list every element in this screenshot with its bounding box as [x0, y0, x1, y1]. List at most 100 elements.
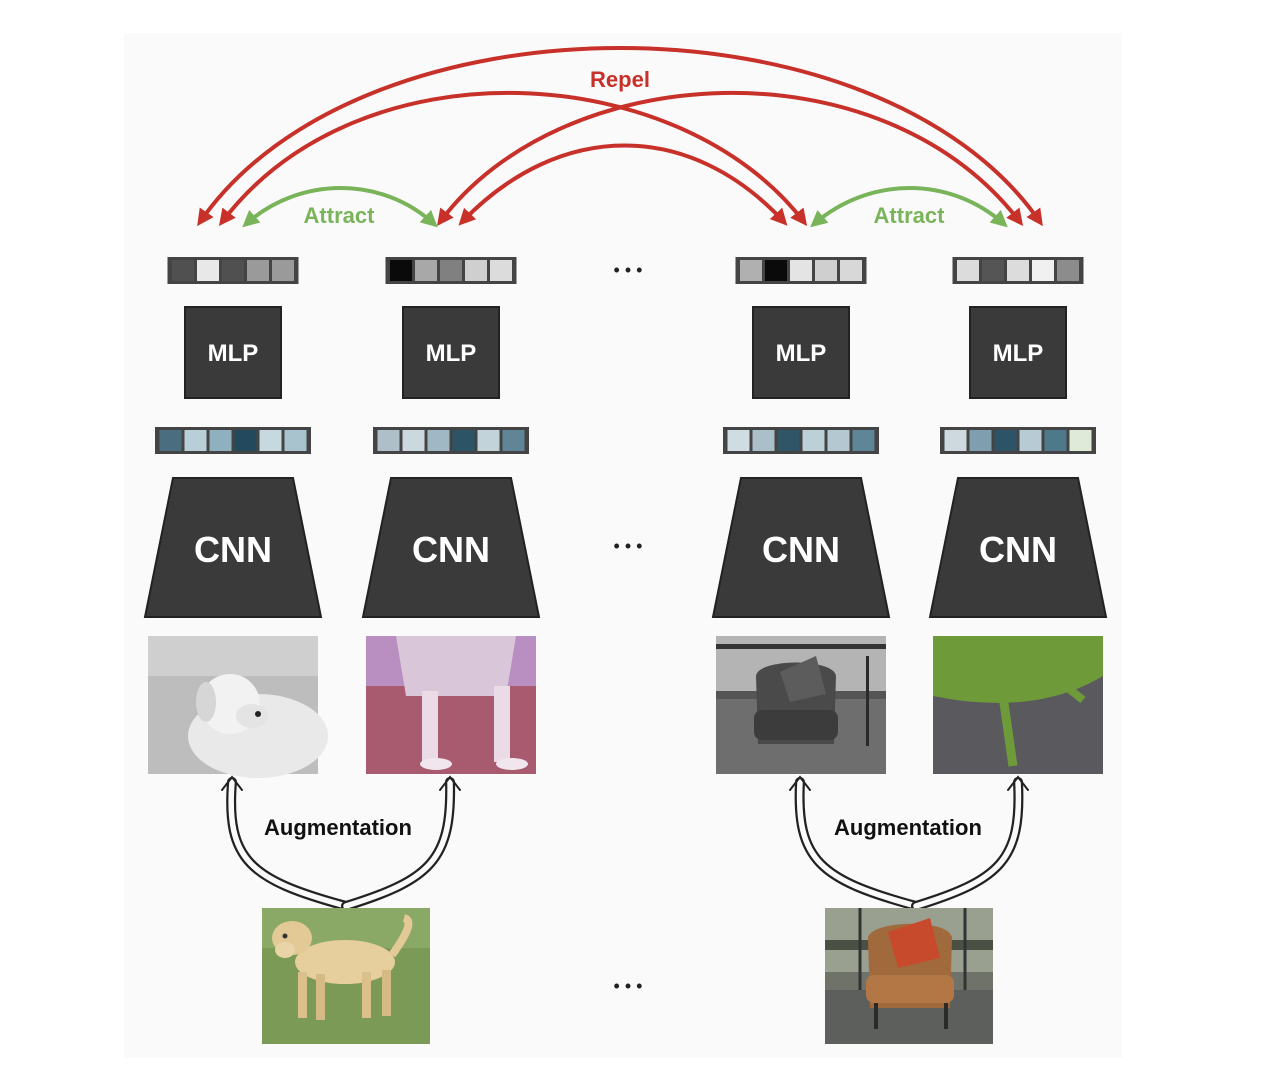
dog-cropped-color-jitter-view-image — [366, 636, 536, 774]
projection-cell — [465, 260, 487, 281]
projection-cell — [740, 260, 762, 281]
repel-arrow-dog1-chair1 — [218, 91, 808, 227]
mlp-block: MLP — [752, 306, 850, 399]
projection-cell — [1032, 260, 1054, 281]
projection-vector — [167, 257, 299, 284]
representation-cell — [209, 430, 232, 451]
representation-cell — [184, 430, 207, 451]
cnn-block: CNN — [143, 477, 323, 618]
projection-cell — [440, 260, 462, 281]
augmentation-label-right: Augmentation — [834, 815, 982, 840]
representation-cell — [377, 430, 400, 451]
representation-cell — [1069, 430, 1092, 451]
mlp-label: MLP — [776, 340, 827, 367]
original-images — [262, 908, 993, 1044]
projection-cell — [840, 260, 862, 281]
representation-cell — [994, 430, 1017, 451]
chair-grayscale-view-image — [716, 636, 886, 774]
representation-cell — [852, 430, 875, 451]
representation-cell — [1044, 430, 1067, 451]
repel-label: Repel — [590, 67, 650, 92]
cnn-label: CNN — [194, 529, 272, 570]
representation-cell — [159, 430, 182, 451]
projection-cell — [390, 260, 412, 281]
projection-cell — [197, 260, 219, 281]
cnn-label: CNN — [979, 529, 1057, 570]
augmentation-arrows-chair — [789, 775, 1029, 911]
projection-vector — [735, 257, 867, 284]
representation-cell — [752, 430, 775, 451]
attract-arrow-dog — [242, 186, 438, 228]
projection-cell — [415, 260, 437, 281]
mlp-label: MLP — [208, 340, 259, 367]
projection-vector — [385, 257, 517, 284]
representation-cell — [234, 430, 257, 451]
projection-cell — [815, 260, 837, 281]
cnn-label: CNN — [762, 529, 840, 570]
projection-cell — [490, 260, 512, 281]
representation-cell — [1019, 430, 1042, 451]
representation-vector — [373, 427, 529, 454]
mlp-label: MLP — [993, 340, 1044, 367]
projection-cell — [222, 260, 244, 281]
representation-cell — [802, 430, 825, 451]
ellipsis-encoders: • • • — [614, 536, 643, 556]
attract-label-right: Attract — [874, 203, 946, 228]
augmentation-label-left: Augmentation — [264, 815, 412, 840]
pipeline-chair-crop: MLP CNN — [928, 257, 1108, 774]
repel-arrows — [197, 46, 1043, 227]
mlp-block: MLP — [184, 306, 282, 399]
projection-cell — [1007, 260, 1029, 281]
repel-arrow-outer — [197, 46, 1043, 227]
repel-arrow-inner — [458, 143, 788, 226]
representation-cell — [402, 430, 425, 451]
projection-cell — [957, 260, 979, 281]
pipeline-dog-crop: MLP CNN — [361, 257, 541, 774]
projection-cell — [247, 260, 269, 281]
representation-cell — [727, 430, 750, 451]
attract-arrows — [242, 186, 1008, 228]
dog-grayscale-view-image — [148, 636, 328, 778]
projection-cell — [272, 260, 294, 281]
cnn-block: CNN — [711, 477, 891, 618]
cnn-block: CNN — [361, 477, 541, 618]
projection-cell — [1057, 260, 1079, 281]
repel-arrow-dog2-chair2 — [436, 91, 1024, 227]
projection-cell — [790, 260, 812, 281]
representation-cell — [452, 430, 475, 451]
representation-cell — [777, 430, 800, 451]
representation-vector — [940, 427, 1096, 454]
representation-cell — [284, 430, 307, 451]
cnn-block: CNN — [928, 477, 1108, 618]
representation-vector — [723, 427, 879, 454]
mlp-label: MLP — [426, 340, 477, 367]
augmentation-arrows — [221, 775, 1029, 911]
representation-cell — [827, 430, 850, 451]
pipeline-chair-gray: MLP CNN — [711, 257, 891, 774]
ellipsis-projections: • • • — [614, 260, 643, 280]
projection-vector — [952, 257, 1084, 284]
representation-cell — [969, 430, 992, 451]
attract-arrow-chair — [810, 186, 1008, 228]
projection-cell — [765, 260, 787, 281]
representation-vector — [155, 427, 311, 454]
dog-original-image — [262, 908, 430, 1044]
cnn-label: CNN — [412, 529, 490, 570]
mlp-block: MLP — [969, 306, 1067, 399]
representation-cell — [477, 430, 500, 451]
representation-cell — [502, 430, 525, 451]
attract-label-left: Attract — [304, 203, 376, 228]
chair-cropped-view-image — [933, 636, 1103, 774]
projection-cell — [172, 260, 194, 281]
representation-cell — [944, 430, 967, 451]
pipeline-dog-gray: MLP CNN — [143, 257, 328, 778]
projection-cell — [982, 260, 1004, 281]
mlp-block: MLP — [402, 306, 500, 399]
chair-original-image — [825, 908, 993, 1044]
representation-cell — [259, 430, 282, 451]
pipelines: MLP CNN MLP CNN MLP CNN MLP CNN — [143, 257, 1108, 778]
ellipsis-originals: • • • — [614, 976, 643, 996]
augmentation-arrows-dog — [221, 775, 461, 911]
